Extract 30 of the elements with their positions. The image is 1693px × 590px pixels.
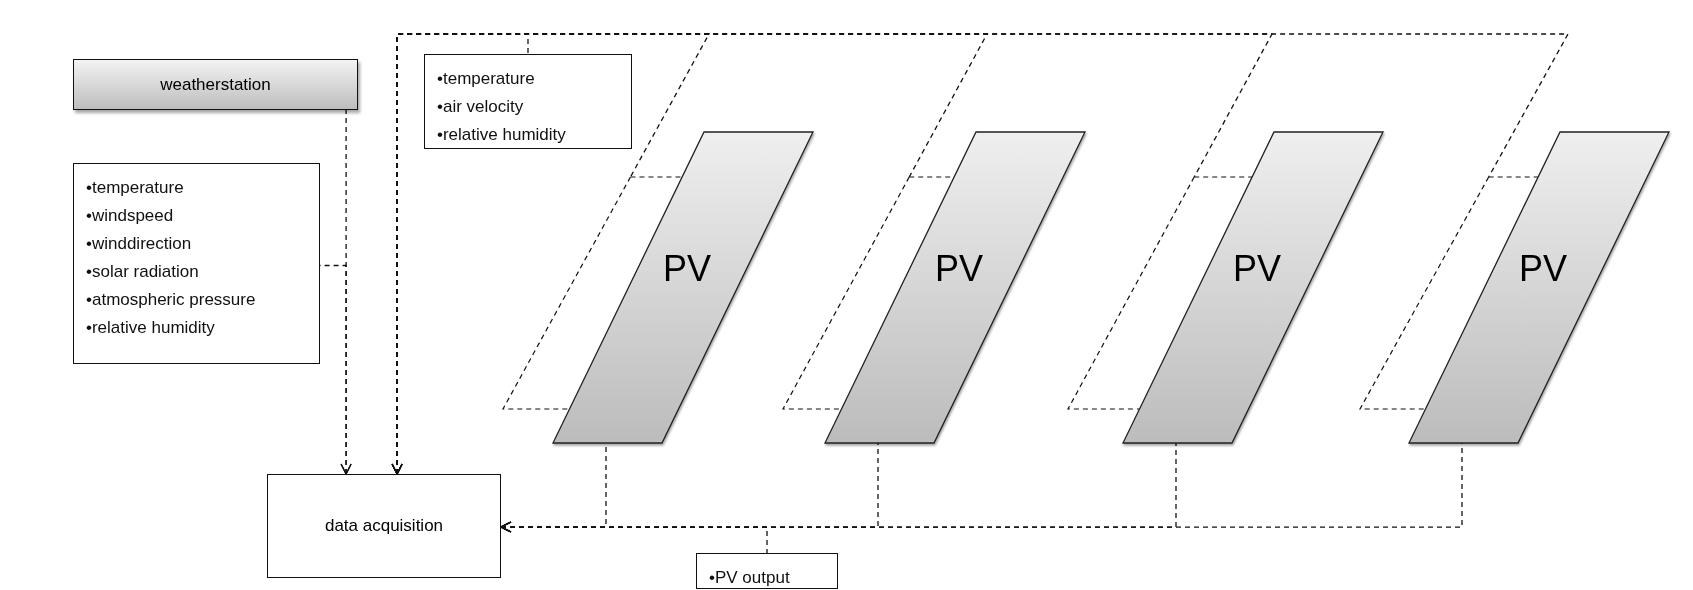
panel-label: PV [935, 247, 984, 290]
parameter-list-box [73, 163, 320, 364]
panel-label: PV [1519, 247, 1568, 290]
bullet-item: •windspeed [86, 205, 174, 227]
dashed-plane-outline [1068, 177, 1196, 410]
dashed-arrow [391, 33, 1570, 475]
bullet-item: •air velocity [437, 96, 524, 118]
dashed-plane-outline [783, 177, 911, 410]
bullet-item: •temperature [437, 68, 535, 90]
bullet-item: •solar radiation [86, 261, 199, 283]
node-label: data acquisition [324, 516, 444, 536]
weather-station-box [73, 59, 358, 110]
dashed-plane-outline [503, 177, 632, 410]
bullet-item: •PV output [709, 567, 790, 589]
process-box [267, 474, 501, 578]
dashed-arrow [500, 521, 768, 554]
pv-panel [1123, 132, 1383, 443]
pv-panel [1409, 132, 1669, 443]
bullet-item: •atmospheric pressure [86, 289, 256, 311]
bullet-item: •temperature [86, 177, 184, 199]
dashed-plane-outline [1360, 177, 1490, 410]
node-label: weatherstation [160, 74, 271, 95]
pv-panel [825, 132, 1085, 443]
parameter-list-box [424, 54, 632, 149]
panel-label: PV [1233, 247, 1282, 290]
bullet-item: •relative humidity [437, 124, 566, 146]
parameter-list-box [696, 553, 838, 589]
bullet-item: •relative humidity [86, 317, 215, 339]
bullet-item: •winddirection [86, 233, 192, 255]
panel-label: PV [663, 247, 712, 290]
